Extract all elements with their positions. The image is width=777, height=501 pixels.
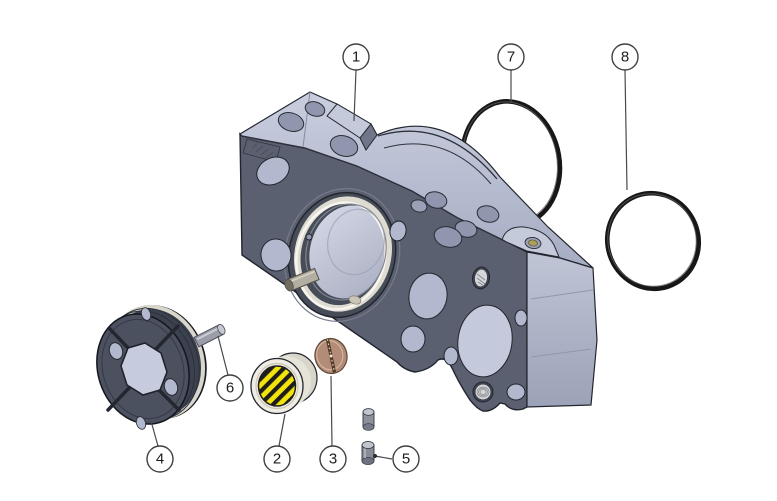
leader-line-4 <box>150 420 159 447</box>
bore-chamfer <box>283 188 401 322</box>
callout-number: 1 <box>352 49 360 66</box>
hole <box>400 325 426 353</box>
hole <box>408 272 448 320</box>
callout-6: 6 <box>216 374 244 402</box>
coupling-center-bore <box>120 342 168 396</box>
coupling-notch <box>140 307 152 321</box>
pin-top <box>362 408 375 416</box>
callout-number: 3 <box>329 451 337 468</box>
callout-1: 1 <box>342 43 370 71</box>
top-band-holes <box>277 101 500 248</box>
o-ring-8-sheen <box>607 193 697 287</box>
drive-pin-highlight <box>196 327 220 341</box>
threaded-hole-lower <box>472 381 494 403</box>
plug-center-dot <box>329 354 333 358</box>
front-face-holes <box>256 156 528 401</box>
o-ring-8 <box>604 190 702 292</box>
bearing-inner-rim <box>255 362 299 410</box>
callout-circle <box>342 43 370 71</box>
boss-thread-insert <box>528 239 538 247</box>
pin-bottom <box>361 456 375 465</box>
coupling-hole <box>108 342 124 360</box>
hole <box>506 383 526 401</box>
coupling-flange <box>96 304 207 430</box>
end-face-edge <box>530 289 594 300</box>
callout-5: 5 <box>392 445 420 473</box>
leader-line-8 <box>624 69 628 191</box>
callout-8: 8 <box>611 43 639 71</box>
leader-line-1 <box>353 69 357 122</box>
hole <box>433 226 463 248</box>
housing-dowel-pin <box>284 267 320 292</box>
callout-4: 4 <box>146 445 174 473</box>
leader-line-6 <box>217 335 229 376</box>
housing-end-face <box>526 251 598 408</box>
hole <box>277 112 305 132</box>
callout-circle <box>263 445 291 473</box>
callout-circle <box>216 374 244 402</box>
callout-circle <box>146 445 174 473</box>
callout-7: 7 <box>497 43 525 71</box>
corner-edge <box>302 91 311 148</box>
pin-top <box>361 440 375 450</box>
slotted-plug <box>314 337 348 375</box>
pin-bottom <box>362 423 375 431</box>
end-face-edge <box>530 348 592 358</box>
coupling-face-groove <box>101 318 185 420</box>
callout-circle <box>319 445 347 473</box>
central-bore <box>283 188 401 322</box>
hole <box>256 156 290 186</box>
hole <box>514 309 528 327</box>
callout-number: 8 <box>621 49 629 66</box>
hole <box>389 220 407 242</box>
bore-hole <box>309 205 387 299</box>
callout-number: 6 <box>226 380 234 397</box>
hole <box>329 135 359 157</box>
bore-inner-edge <box>305 203 387 301</box>
rail-edge <box>377 130 498 180</box>
callout-number: 7 <box>507 49 515 66</box>
leader-line-3 <box>330 375 333 447</box>
callout-number: 2 <box>273 451 281 468</box>
callout-number: 5 <box>402 451 410 468</box>
dowel-pin-upper <box>362 408 375 431</box>
coupling-notch <box>135 416 147 430</box>
hole <box>454 220 478 238</box>
hole <box>443 346 459 366</box>
leader-line-5 <box>374 455 393 460</box>
callout-circle <box>497 43 525 71</box>
leader-lines <box>150 69 628 460</box>
coupling-cross-slots <box>106 324 181 412</box>
hole <box>304 101 326 117</box>
hole <box>476 205 500 223</box>
latch-detail <box>410 199 428 213</box>
bearing-needles <box>257 365 297 407</box>
coupling-hole <box>163 378 179 396</box>
rail-edge <box>383 143 492 185</box>
hole <box>424 191 448 209</box>
dowel-pin-lower <box>361 440 375 465</box>
callout-circle <box>611 43 639 71</box>
hole <box>305 233 313 241</box>
drive-pin <box>193 324 226 348</box>
callout-3: 3 <box>319 445 347 473</box>
hole <box>260 238 292 272</box>
pump-housing <box>239 91 598 412</box>
callout-circle <box>392 445 420 473</box>
threaded-hole-upper <box>471 266 491 290</box>
bore-tab <box>348 295 362 305</box>
drive-pin-end <box>217 324 226 335</box>
callout-2: 2 <box>263 445 291 473</box>
clip-coil <box>251 142 274 159</box>
large-opening <box>457 304 513 378</box>
needle-bearing <box>250 352 318 415</box>
callout-balloons: 1 2 3 4 5 6 7 8 <box>146 43 639 473</box>
bore-step <box>327 208 385 276</box>
guide-block-side <box>359 123 378 151</box>
leader-line-2 <box>278 413 286 447</box>
o-ring-8-torus <box>604 190 702 292</box>
leader-dot-5 <box>373 454 377 458</box>
callout-number: 4 <box>156 451 164 468</box>
